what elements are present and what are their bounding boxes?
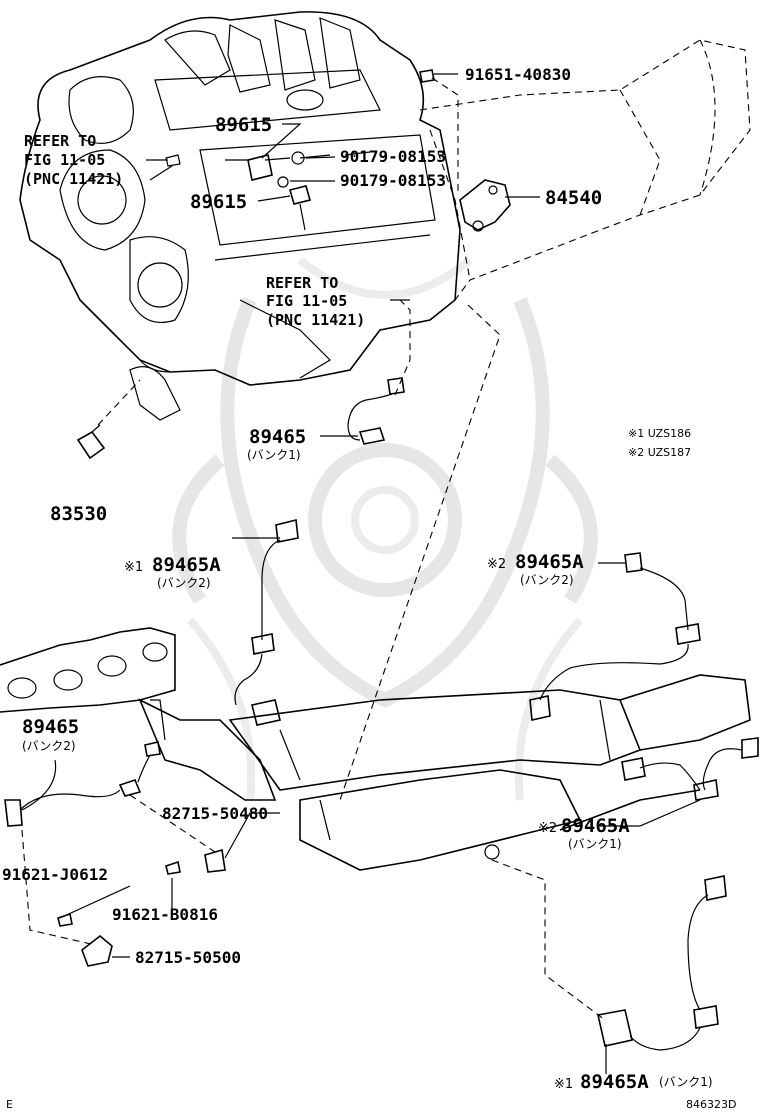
part-label-89465-bank2: 89465 — [22, 716, 79, 738]
exhaust-manifold-left — [0, 627, 277, 801]
sub-label-bank2-b: (バンク2) — [520, 573, 574, 587]
o2-sensor-89465A-2-bank2-illustration — [529, 552, 701, 721]
sub-label-bank1-b: (バンク1) — [568, 837, 622, 851]
part-label-91651-40830: 91651-40830 — [465, 65, 571, 84]
part-label-89615-top: 89615 — [215, 114, 272, 136]
leader-lines — [21, 73, 701, 1074]
o2-sensor-89465-bank2-illustration — [4, 741, 161, 827]
bolt-91621-B0816-illustration — [165, 860, 181, 875]
bolt-91621-J0612-illustration — [21, 829, 96, 946]
legend-uzs186: ※1 UZS186 — [628, 427, 691, 440]
o2-sensor-89465A-2-bank1-illustration — [621, 737, 759, 801]
part-label-91621-B0816: 91621-B0816 — [112, 905, 218, 924]
refer-center-line1: REFER TO — [266, 274, 338, 292]
bolt-91651-illustration — [419, 69, 459, 195]
engine-illustration — [19, 11, 461, 386]
mark-2-b: ※2 — [538, 821, 557, 836]
refer-left-line2: FIG 11-05 — [24, 151, 105, 169]
refer-center-line3: (PNC 11421) — [266, 311, 365, 329]
bracket-82715-50480-illustration — [129, 794, 226, 873]
mark-2-a: ※2 — [487, 557, 506, 572]
part-label-89465A-a: 89465A — [152, 554, 221, 576]
part-label-83530: 83530 — [50, 503, 107, 525]
bracket-82715-50500-illustration — [81, 934, 113, 967]
o2-sensor-89465A-1-bank1-illustration — [484, 844, 727, 1051]
sub-label-bank1-c: (バンク1) — [659, 1075, 713, 1089]
part-label-82715-50480: 82715-50480 — [162, 804, 268, 823]
part-label-91621-J0612: 91621-J0612 — [2, 865, 108, 884]
refer-center-line2: FIG 11-05 — [266, 292, 347, 310]
part-label-89465A-d: 89465A — [580, 1071, 649, 1093]
sensor-89615-illustration — [165, 151, 311, 231]
mark-1-a: ※1 — [124, 560, 143, 575]
leader-engine-to-exhaust — [339, 304, 501, 801]
part-label-84540: 84540 — [545, 187, 602, 209]
part-label-90179-08153-a: 90179-08153 — [340, 147, 446, 166]
sub-label-bank1-a: (バンク1) — [247, 448, 301, 462]
o2-sensor-89465A-1-bank2-illustration — [234, 519, 299, 726]
sub-label-bank2-c: (バンク2) — [22, 739, 76, 753]
part-label-89465A-c: 89465A — [561, 815, 630, 837]
part-label-82715-50500: 82715-50500 — [135, 948, 241, 967]
exhaust-pipes — [228, 674, 751, 871]
part-label-89465A-b: 89465A — [515, 551, 584, 573]
mark-1-b: ※1 — [554, 1077, 573, 1092]
diagram-code: 846323D — [686, 1098, 736, 1111]
sensor-84540-illustration — [459, 179, 511, 232]
refer-left-line1: REFER TO — [24, 132, 96, 150]
part-label-89465-bank1: 89465 — [249, 426, 306, 448]
refer-left-line3: (PNC 11421) — [24, 170, 123, 188]
switch-83530-illustration — [76, 366, 181, 460]
part-label-90179-08153-b: 90179-08153 — [340, 171, 446, 190]
sub-label-bank2-a: (バンク2) — [157, 576, 211, 590]
footer-left-mark: E — [6, 1098, 13, 1111]
part-label-89615-mid: 89615 — [190, 191, 247, 213]
legend-uzs187: ※2 UZS187 — [628, 446, 691, 459]
transmission-outline — [419, 39, 751, 301]
